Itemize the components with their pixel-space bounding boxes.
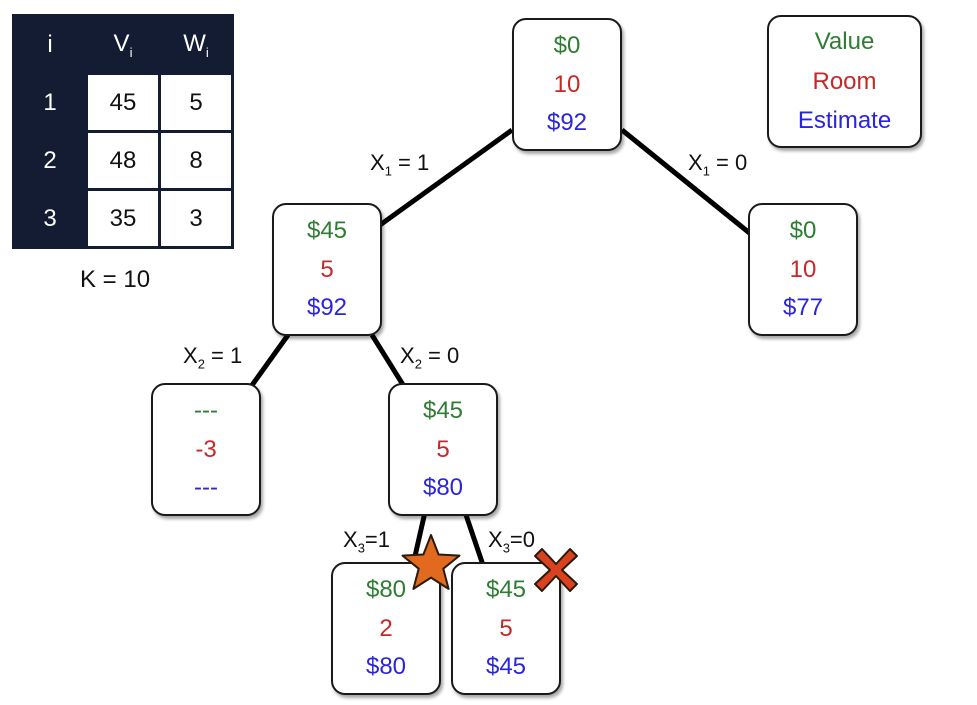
- node-room: 5: [436, 435, 450, 463]
- edge-x1-x2-skip: [369, 333, 408, 390]
- edge-x1-x2-take: [247, 333, 291, 390]
- edge-root-x1-take: [378, 127, 514, 228]
- row-index: 3: [12, 188, 88, 249]
- edge-label-x3-1: X3=1: [343, 527, 391, 556]
- row-value: 35: [85, 188, 161, 249]
- node-value: $0: [789, 217, 817, 245]
- legend-value: Value: [814, 28, 875, 56]
- node-value: ---: [194, 397, 218, 425]
- node-room: 10: [553, 70, 581, 98]
- row-weight: 8: [158, 130, 234, 191]
- header-weight: Wi: [158, 14, 234, 75]
- table-row: 3 35 3: [12, 188, 234, 249]
- row-index: 1: [12, 72, 88, 133]
- node-estimate: ---: [194, 473, 218, 501]
- edge-label-x1-1: X1 = 1: [370, 150, 430, 179]
- node-room: -3: [195, 435, 217, 463]
- node-estimate: $77: [782, 293, 824, 321]
- edge-label-x2-0: X2 = 0: [400, 343, 460, 372]
- table-header-row: i Vi Wi: [12, 14, 234, 75]
- node-value: $45: [306, 217, 348, 245]
- node-root: $0 10 $92: [512, 18, 622, 151]
- table-row: 2 48 8: [12, 130, 234, 191]
- row-value: 48: [85, 130, 161, 191]
- node-value: $0: [553, 32, 581, 60]
- node-value: $45: [485, 576, 527, 604]
- node-x2-take: --- -3 ---: [151, 383, 261, 516]
- header-i: i: [12, 14, 88, 75]
- edge-root-x1-skip: [620, 128, 754, 237]
- legend: Value Room Estimate: [767, 15, 922, 148]
- node-room: 2: [379, 614, 393, 642]
- edge-label-x3-0: X3=0: [488, 527, 536, 556]
- node-room: 5: [499, 614, 513, 642]
- row-value: 45: [85, 72, 161, 133]
- edge-label-x1-0: X1 = 0: [688, 150, 748, 179]
- node-value: $80: [365, 576, 407, 604]
- legend-room: Room: [812, 67, 877, 95]
- node-x3-take: $80 2 $80: [331, 562, 441, 695]
- node-x1-skip: $0 10 $77: [748, 203, 858, 336]
- items-table: i Vi Wi 1 45 5 2 48 8 3 35 3: [12, 14, 234, 249]
- node-estimate: $92: [306, 293, 348, 321]
- table-row: 1 45 5: [12, 72, 234, 133]
- node-x1-take: $45 5 $92: [272, 203, 382, 336]
- node-estimate: $45: [485, 652, 527, 680]
- edge-label-x2-1: X2 = 1: [183, 343, 243, 372]
- row-index: 2: [12, 130, 88, 191]
- capacity-label: K = 10: [80, 266, 151, 293]
- node-estimate: $80: [365, 652, 407, 680]
- header-value: Vi: [85, 14, 161, 75]
- node-estimate: $80: [422, 473, 464, 501]
- cross-icon: [534, 548, 578, 592]
- row-weight: 5: [158, 72, 234, 133]
- row-weight: 3: [158, 188, 234, 249]
- node-room: 10: [789, 255, 817, 283]
- node-room: 5: [320, 255, 334, 283]
- node-estimate: $92: [546, 108, 588, 136]
- star-icon: [401, 534, 461, 590]
- legend-estimate: Estimate: [797, 106, 892, 134]
- node-value: $45: [422, 397, 464, 425]
- edge-x2-x3-skip: [462, 511, 486, 566]
- node-x2-skip: $45 5 $80: [388, 383, 498, 516]
